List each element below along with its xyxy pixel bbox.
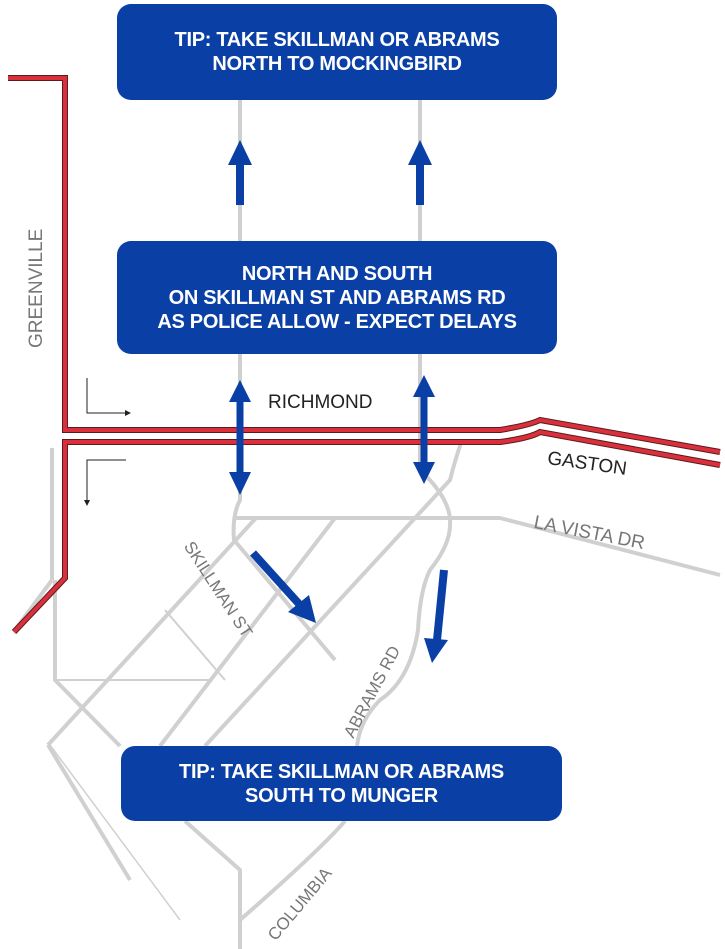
south-tip-line-1: TIP: TAKE SKILLMAN OR ABRAMS [179,760,504,783]
arrow-both-skillman [229,380,251,495]
arrow-south-skillman [250,550,316,623]
center-line-1: NORTH AND SOUTH [241,262,433,285]
north-tip-line-1: TIP: TAKE SKILLMAN OR ABRAMS [174,29,500,51]
road-south [46,743,242,949]
arrow-up-abrams [408,140,432,205]
center-line-3: AS POLICE ALLOW - EXPECT DELAYS [157,310,517,333]
road-la-vista [234,516,721,577]
road-abrams [355,354,453,747]
center-line-2: ON SKILLMAN ST AND ABRAMS RD [168,286,506,309]
arrow-south-abrams [424,569,448,663]
arrow-up-skillman [228,140,252,205]
traffic-arrows [228,140,448,663]
label-richmond: RICHMOND [268,392,373,413]
arrow-both-abrams [413,375,435,484]
direction-markers [84,378,131,506]
local-roads [13,100,721,949]
road-north [238,100,422,241]
south-tip-line-2: SOUTH TO MUNGER [245,784,438,807]
south-tip-box: TIP: TAKE SKILLMAN OR ABRAMS SOUTH TO MU… [121,746,562,821]
center-notice-box: NORTH AND SOUTH ON SKILLMAN ST AND ABRAM… [117,241,557,354]
label-greenville: GREENVILLE [26,228,47,348]
highways [8,75,721,635]
north-tip-line-2: NORTH TO MOCKINGBIRD [212,53,462,75]
road-columbia [238,819,347,922]
north-tip-box: TIP: TAKE SKILLMAN OR ABRAMS NORTH TO MO… [117,4,557,100]
